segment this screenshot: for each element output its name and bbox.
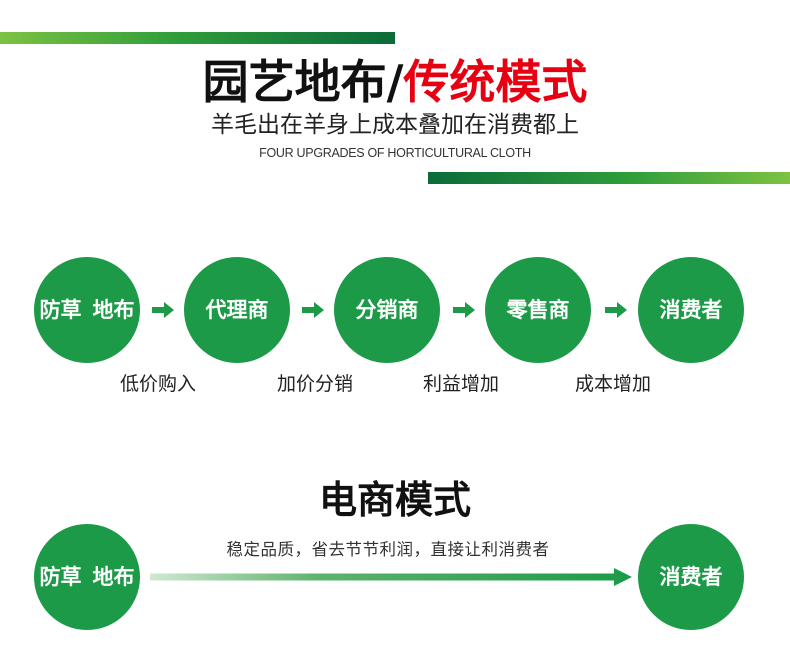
step-consumer-label: 消费者 [659, 298, 723, 322]
step-distributor-label: 分销商 [355, 298, 419, 322]
page-title: 园艺地布/传统模式 [0, 54, 790, 110]
page-subtitle: 羊毛出在羊身上成本叠加在消费都上 [211, 112, 579, 138]
ec-source-line1: 防草 [39, 565, 82, 589]
flow-step-weed-cloth: 防草 地布 [34, 257, 140, 363]
flow-arrow-right-icon [453, 302, 475, 318]
title-black-part: 园艺地布 [202, 55, 387, 109]
flow-step-consumer: 消费者 [638, 257, 744, 363]
ecommerce-title: 电商模式 [318, 478, 471, 522]
flow-label-low-price-buy: 低价购入 [120, 373, 197, 395]
flow-label-cost-increase: 成本增加 [575, 373, 652, 395]
step-weed-cloth-line1: 防草 [39, 298, 82, 322]
ec-target-label: 消费者 [659, 565, 723, 589]
title-slash: / [386, 55, 404, 109]
ecommerce-description: 稳定品质，省去节节利润，直接让利消费者 [226, 540, 550, 559]
flow-label-markup-distribute: 加价分销 [277, 373, 354, 395]
ecommerce-target-consumer: 消费者 [638, 524, 744, 630]
ecommerce-source-weed-cloth: 防草 地布 [34, 524, 140, 630]
flow-label-profit-increase: 利益增加 [423, 373, 500, 395]
flow-arrow-right-icon [605, 302, 627, 318]
ec-source-line2: 地布 [92, 565, 135, 589]
flow-step-retailer: 零售商 [485, 257, 591, 363]
flow-arrow-right-icon [302, 302, 324, 318]
page-subtitle-english: FOUR UPGRADES OF HORTICULTURAL CLOTH [259, 146, 531, 160]
step-weed-cloth-line2: 地布 [92, 298, 135, 322]
flow-step-distributor: 分销商 [334, 257, 440, 363]
top-accent-bar [0, 32, 395, 44]
mid-accent-bar [428, 172, 790, 184]
direct-arrow-right-icon [150, 568, 632, 586]
flow-arrow-right-icon [152, 302, 174, 318]
title-red-part: 传统模式 [403, 55, 588, 109]
flow-step-agent: 代理商 [184, 257, 290, 363]
step-retailer-label: 零售商 [506, 298, 570, 322]
step-agent-label: 代理商 [205, 298, 269, 322]
